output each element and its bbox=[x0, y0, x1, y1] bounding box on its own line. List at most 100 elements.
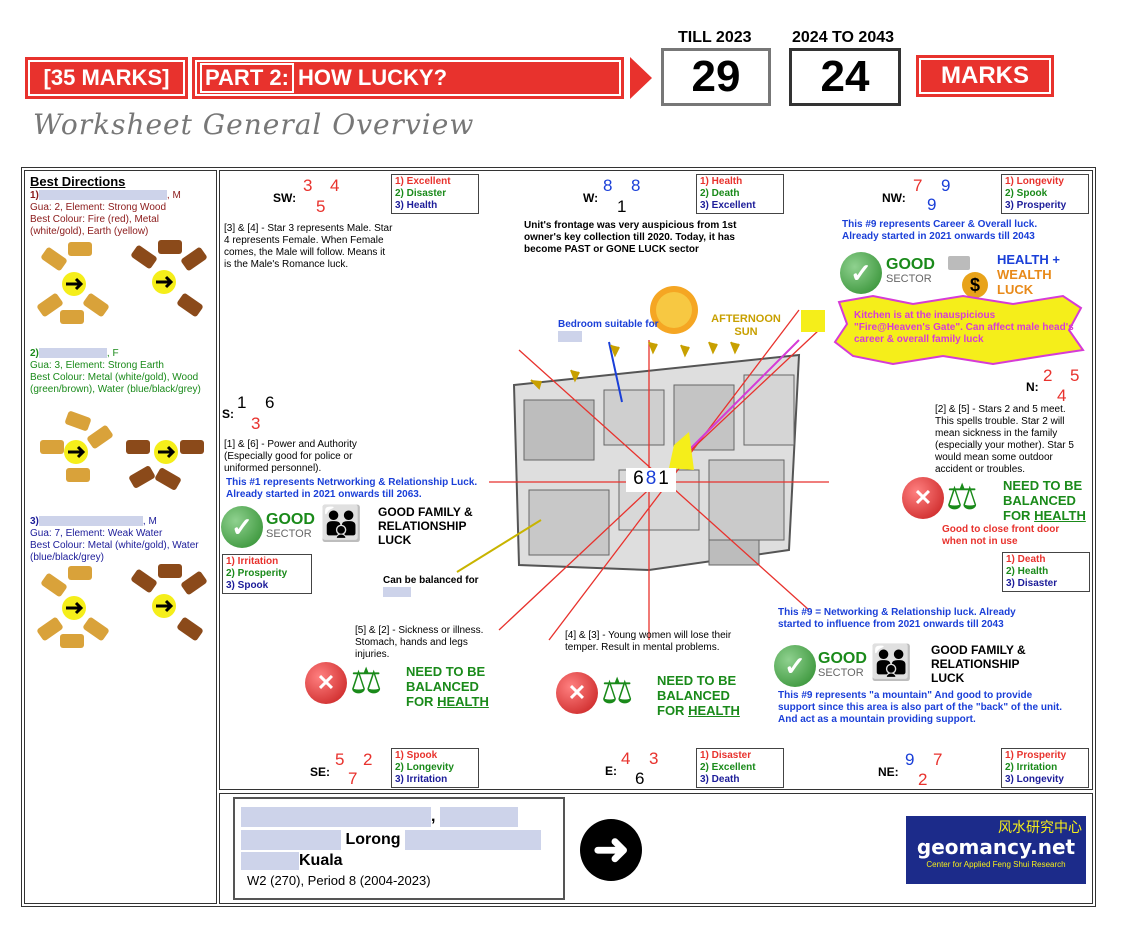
compass-left bbox=[37, 242, 109, 324]
n-need-balance: NEED TO BE BALANCED FOR HEALTH bbox=[1003, 478, 1086, 523]
bedroom-pointer bbox=[608, 341, 623, 403]
person-2-colour: Best Colour: Metal (white/gold), Wood (g… bbox=[30, 372, 201, 395]
legend-line: 3) Disaster bbox=[1006, 578, 1058, 589]
person-1-num: 1) bbox=[30, 190, 39, 201]
sector-se-star-2: 2 bbox=[363, 750, 373, 769]
sector-e-star-2: 3 bbox=[649, 749, 659, 768]
redacted-name bbox=[38, 516, 143, 527]
family-icon: 👪 bbox=[870, 644, 913, 682]
note-se: [5] & [2] - Sickness or illness. Stomach… bbox=[355, 625, 484, 660]
logo-subtitle: Center for Applied Feng Shui Research bbox=[926, 860, 1066, 869]
person-2-gender: , F bbox=[106, 348, 119, 359]
part-title: HOW LUCKY? bbox=[297, 65, 448, 90]
legend-line: 3) Longevity bbox=[1005, 774, 1064, 785]
scale-icon: ⚖ bbox=[350, 660, 383, 701]
person-1: 1), M Gua: 2, Element: Strong Wood Best … bbox=[30, 190, 214, 238]
good-tick-icon: ✓ bbox=[774, 645, 816, 687]
address-lorong: Lorong bbox=[345, 831, 401, 848]
legend-line: 1) Irritation bbox=[226, 556, 279, 567]
balanced-text: BALANCED bbox=[406, 679, 479, 694]
sector-ne-star-3: 2 bbox=[918, 770, 928, 789]
logo-brand: geomancy.net bbox=[916, 835, 1076, 859]
note-ne-blue: This #9 = Networking & Relationship luck… bbox=[778, 607, 1016, 630]
note-n: [2] & [5] - Stars 2 and 5 meet. This spe… bbox=[935, 404, 1074, 475]
sun-rays bbox=[530, 341, 740, 390]
footer-frame bbox=[219, 793, 1093, 904]
redacted-address bbox=[439, 806, 518, 827]
main-frame bbox=[219, 170, 1093, 790]
wealth-text: WEALTH bbox=[997, 267, 1052, 282]
logo-chinese: 风水研究中心 bbox=[998, 819, 1082, 835]
address-comma: , bbox=[431, 808, 436, 825]
can-balance-text: Can be balanced for bbox=[383, 575, 479, 586]
family-icon: 👪 bbox=[320, 505, 363, 543]
address-box: , Lorong Kuala W2 (270), Period 8 (2004-… bbox=[233, 797, 565, 900]
legend-line: 2) Disaster bbox=[395, 188, 447, 199]
for-text: FOR bbox=[1003, 508, 1031, 523]
sector-se-star-3: 7 bbox=[348, 769, 358, 788]
need-text: NEED TO BE bbox=[406, 664, 486, 679]
sector-w-star-1: 8 bbox=[603, 176, 613, 195]
sector-n-star-1: 2 bbox=[1043, 366, 1053, 385]
nw-health-wealth: HEALTH + WEALTH LUCK bbox=[997, 252, 1060, 297]
legend-line: 2) Prosperity bbox=[226, 568, 288, 579]
range-label: 2024 TO 2043 bbox=[792, 29, 895, 46]
s-good-sector: GOOD SECTOR bbox=[266, 511, 315, 541]
sector-se-star-1: 5 bbox=[335, 750, 345, 769]
redacted-name bbox=[38, 348, 107, 359]
bedroom-note: Bedroom suitable for bbox=[558, 319, 668, 343]
person-2-gua: Gua: 3, Element: Strong Earth bbox=[30, 360, 164, 371]
sidebar-title: Best Directions bbox=[30, 174, 126, 189]
good-tick-icon: ✓ bbox=[221, 506, 263, 548]
redacted-name bbox=[38, 190, 167, 201]
legend-line: 3) Excellent bbox=[700, 200, 756, 211]
person-3-num: 3) bbox=[30, 516, 39, 527]
health-plus-text: HEALTH + bbox=[997, 252, 1060, 267]
sector-s-label: S: bbox=[222, 407, 234, 421]
good-text: GOOD bbox=[266, 511, 315, 528]
luck-text: LUCK bbox=[997, 282, 1034, 297]
address-line-2: Lorong bbox=[241, 829, 557, 851]
legend-line: 1) Disaster bbox=[700, 750, 752, 761]
sector-text: SECTOR bbox=[818, 667, 864, 679]
bedroom-text: Bedroom suitable for bbox=[558, 319, 659, 330]
part-label: PART 2: bbox=[200, 63, 294, 93]
next-arrow-icon[interactable]: ➜ bbox=[580, 819, 642, 881]
legend-line: 2) Irritation bbox=[1005, 762, 1058, 773]
sector-s-star-3: 3 bbox=[251, 414, 261, 433]
sector-ne-legend: 1) Prosperity 2) Irritation 3) Longevity bbox=[1001, 748, 1089, 788]
till-score: 29 bbox=[661, 48, 771, 106]
legend-line: 2) Spook bbox=[1005, 188, 1048, 199]
sector-text: SECTOR bbox=[886, 273, 932, 285]
need-text: NEED TO BE bbox=[657, 673, 737, 688]
legend-line: 3) Death bbox=[700, 774, 740, 785]
sector-e-star-1: 4 bbox=[621, 749, 631, 768]
center-star-2: 8 bbox=[645, 468, 657, 489]
redacted-name bbox=[558, 331, 582, 342]
kitchen-pointer bbox=[678, 339, 800, 461]
for-health-text: FOR HEALTH bbox=[406, 694, 489, 709]
legend-line: 2) Longevity bbox=[395, 762, 454, 773]
sector-ne-label: NE: bbox=[878, 765, 899, 779]
legend-line: 1) Longevity bbox=[1005, 176, 1064, 187]
scale-icon: ⚖ bbox=[946, 476, 979, 517]
person-1-gender: , M bbox=[166, 190, 181, 201]
worksheet-title: Worksheet General Overview bbox=[33, 108, 475, 141]
person-1-colour: Best Colour: Fire (red), Metal (white/go… bbox=[30, 214, 159, 237]
outer-frame bbox=[21, 167, 1096, 907]
compass-right bbox=[131, 240, 207, 317]
compass-right bbox=[131, 564, 207, 641]
person-2: 2), F Gua: 3, Element: Strong Earth Best… bbox=[30, 348, 214, 396]
sector-e-star-3: 6 bbox=[635, 769, 645, 788]
sector-nw-star-3: 9 bbox=[927, 195, 937, 214]
ne-good-sector: GOOD SECTOR bbox=[818, 651, 867, 680]
yellow-square bbox=[801, 310, 825, 332]
afternoon-sun-label: AFTERNOON SUN bbox=[711, 313, 781, 338]
sector-w-legend: 1) Health 2) Death 3) Excellent bbox=[696, 174, 784, 214]
sector-w-star-2: 8 bbox=[631, 176, 641, 195]
sidebar-frame bbox=[24, 170, 217, 904]
sector-s-legend: 1) Irritation 2) Prosperity 3) Spook bbox=[222, 554, 312, 594]
sector-n-label: N: bbox=[1026, 380, 1039, 394]
till-label: TILL 2023 bbox=[678, 29, 752, 46]
redacted-address bbox=[241, 829, 341, 850]
